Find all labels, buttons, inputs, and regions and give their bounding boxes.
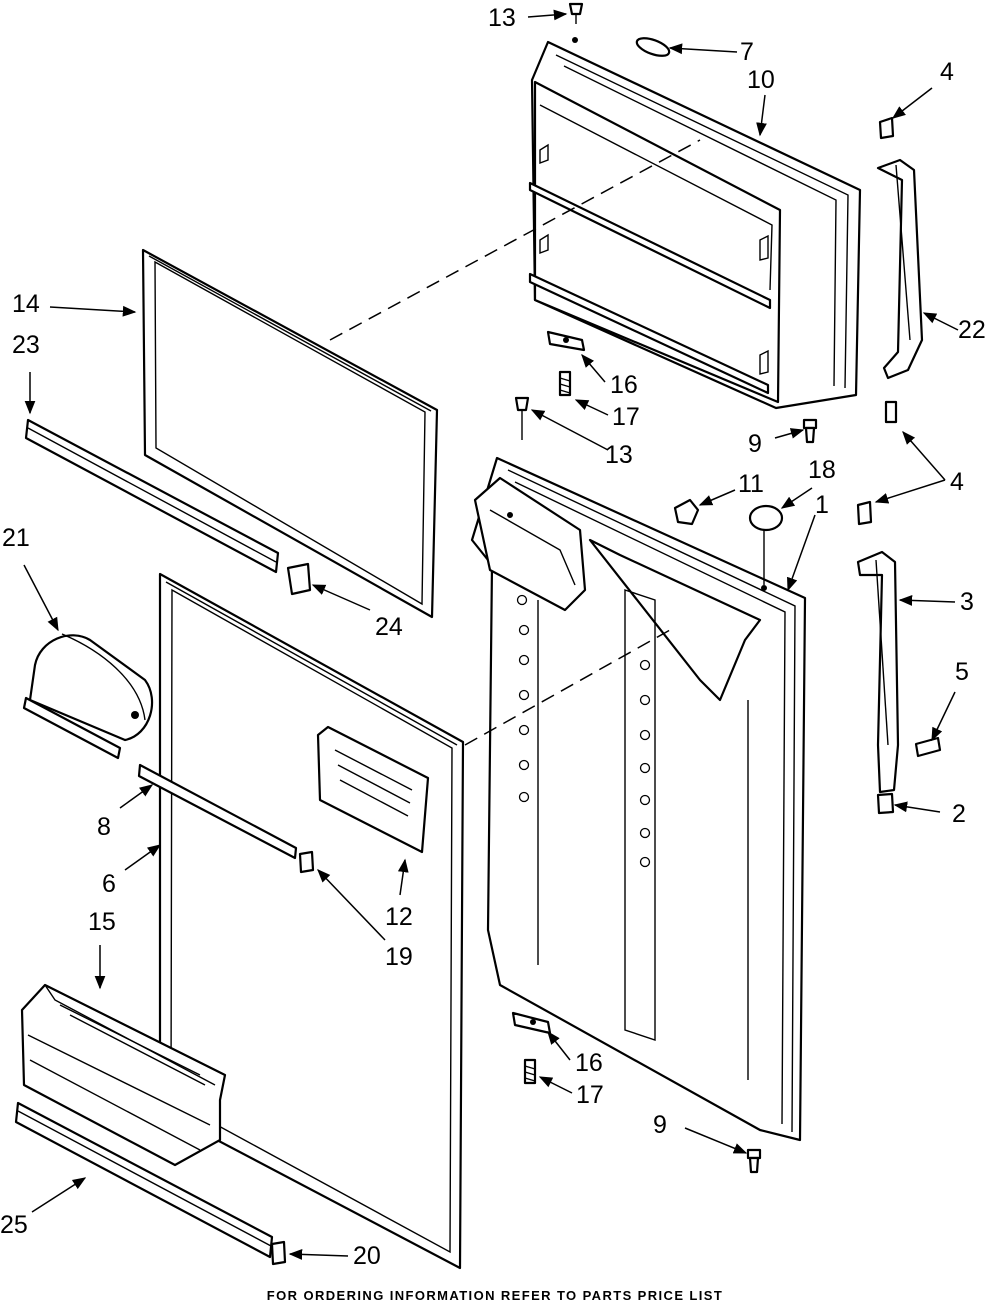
trim-25 [14, 1101, 274, 1259]
label-16-bottom: 16 [575, 1049, 603, 1077]
assembly-line-fresh-food [464, 629, 671, 746]
fresh-food-door-gasket [158, 572, 465, 1270]
shelf-trim-23 [24, 418, 280, 574]
label-9-top: 9 [748, 430, 762, 458]
plug-18 [748, 504, 784, 585]
label-1: 1 [815, 491, 829, 519]
label-12: 12 [385, 903, 413, 931]
label-19: 19 [385, 943, 413, 971]
plug-7 [635, 37, 671, 57]
label-11: 11 [738, 470, 764, 498]
label-18: 18 [808, 456, 836, 484]
hinge-16-bottom [511, 1011, 552, 1085]
label-20: 20 [353, 1242, 381, 1270]
clip-24 [286, 562, 312, 596]
label-7: 7 [740, 38, 754, 66]
label-13-top: 13 [488, 4, 516, 32]
label-17-bottom: 17 [576, 1081, 604, 1109]
label-17-top: 17 [612, 403, 640, 431]
label-23: 23 [12, 331, 40, 359]
label-2: 2 [952, 800, 966, 828]
freezer-door-liner [528, 37, 862, 410]
label-4-mid: 4 [950, 468, 964, 496]
label-14: 14 [12, 290, 40, 318]
label-25: 25 [0, 1211, 28, 1239]
label-3: 3 [960, 588, 974, 616]
callout-labels: 13 7 10 4 22 4 16 17 13 9 11 18 1 3 5 2 … [0, 4, 986, 1270]
plug-11 [673, 498, 700, 526]
handle-22 [876, 116, 924, 424]
liner-dimples [516, 594, 651, 868]
label-24: 24 [375, 613, 403, 641]
trim-8 [137, 763, 298, 860]
clip-19 [298, 850, 315, 874]
door-bin-15 [20, 983, 227, 1167]
handle-3 [856, 500, 942, 815]
shelf-12 [316, 725, 430, 854]
screw-9-top [802, 418, 818, 444]
label-21: 21 [2, 524, 30, 552]
label-22: 22 [958, 316, 986, 344]
ordering-info-footer: FOR ORDERING INFORMATION REFER TO PARTS … [266, 1288, 724, 1303]
label-4-top: 4 [940, 58, 954, 86]
label-16-top: 16 [610, 371, 638, 399]
label-15: 15 [88, 908, 116, 936]
label-13-mid: 13 [605, 441, 633, 469]
screw-13-top [568, 2, 584, 24]
leader-lines [23, 9, 959, 1260]
assembly-line-freezer [329, 139, 701, 341]
label-6: 6 [102, 870, 116, 898]
label-10: 10 [747, 66, 775, 94]
clip-20 [270, 1240, 287, 1266]
fresh-food-door-liner [470, 456, 807, 1142]
freezer-door-gasket [141, 248, 439, 619]
hole-13 [572, 37, 578, 43]
hinge-16-top [546, 330, 586, 397]
label-8: 8 [97, 813, 111, 841]
label-5: 5 [955, 658, 969, 686]
screw-13-mid [514, 396, 530, 440]
dairy-door-21 [22, 633, 154, 760]
screw-9-bottom [746, 1148, 762, 1174]
label-9-bottom: 9 [653, 1111, 667, 1139]
